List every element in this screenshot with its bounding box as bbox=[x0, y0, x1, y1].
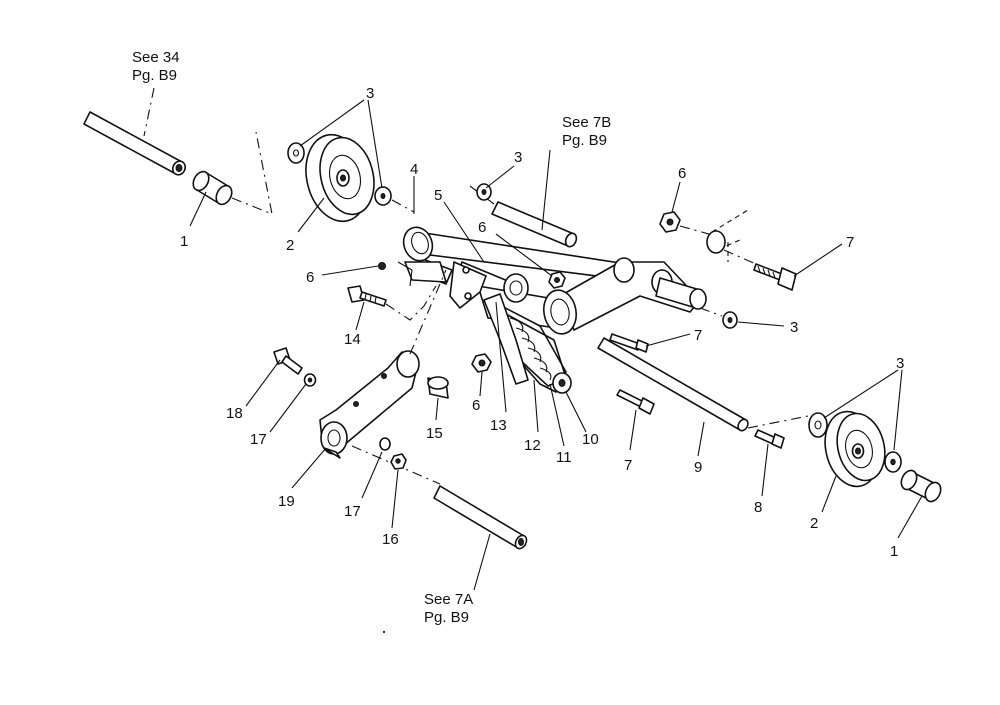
leader-lines bbox=[189, 99, 923, 591]
callout-8: 8 bbox=[754, 499, 762, 516]
reference-see-7b: See 7B Pg. B9 bbox=[562, 114, 611, 149]
callout-18: 18 bbox=[226, 405, 243, 422]
part-7-bolt-lower bbox=[616, 389, 655, 415]
callout-13: 13 bbox=[490, 417, 507, 434]
reference-see-7a-line2: Pg. B9 bbox=[424, 609, 469, 626]
reference-see-7b-line1: See 7B bbox=[562, 114, 611, 131]
callout-6-top-right: 6 bbox=[678, 165, 686, 182]
part-19-lower-arm bbox=[319, 350, 420, 459]
reference-see-7b-line2: Pg. B9 bbox=[562, 132, 607, 149]
part-18-bolt bbox=[273, 347, 303, 375]
callout-labels: 1 2 3 4 5 3 6 6 7 6 14 3 7 6 13 12 11 10… bbox=[180, 85, 904, 560]
part-2-idler-wheel-right bbox=[824, 410, 886, 488]
callout-3-right: 3 bbox=[896, 355, 904, 372]
callout-3-top: 3 bbox=[514, 149, 522, 166]
part-6-nut-left bbox=[378, 262, 386, 270]
part-3-washer-right-inner bbox=[884, 451, 902, 473]
callout-1-right: 1 bbox=[890, 543, 898, 560]
centerline-idler-left bbox=[231, 131, 273, 215]
centerline-4 bbox=[391, 199, 415, 213]
tube-see-7b bbox=[491, 201, 578, 248]
callout-1-left: 1 bbox=[180, 233, 188, 250]
centerline-14 bbox=[385, 285, 437, 321]
part-3-washer-right-outer bbox=[808, 412, 828, 438]
callout-6-mid: 6 bbox=[478, 219, 486, 236]
callout-11: 11 bbox=[556, 449, 572, 466]
callout-2-left: 2 bbox=[286, 237, 294, 254]
centerline-9 bbox=[747, 415, 809, 429]
centerline-ref-34 bbox=[143, 87, 155, 137]
centerline-7-tr bbox=[723, 249, 757, 265]
callout-7-mid: 7 bbox=[694, 327, 702, 344]
callout-6-lower: 6 bbox=[472, 397, 480, 414]
callout-17-lower: 17 bbox=[344, 503, 361, 520]
callout-7-lower: 7 bbox=[624, 457, 632, 474]
part-10-shock-eye bbox=[552, 372, 572, 394]
shaft-left bbox=[83, 111, 187, 176]
reference-see-34: See 34 Pg. B9 bbox=[132, 49, 180, 84]
callout-6-left: 6 bbox=[306, 269, 314, 286]
part-3-washer-top bbox=[476, 183, 492, 201]
part-14-bolt bbox=[347, 285, 387, 307]
callout-9: 9 bbox=[694, 459, 702, 476]
reference-see-34-line1: See 34 bbox=[132, 49, 180, 66]
callout-19: 19 bbox=[278, 493, 295, 510]
callout-15: 15 bbox=[426, 425, 443, 442]
callout-4: 4 bbox=[410, 161, 418, 178]
callout-2-right: 2 bbox=[810, 515, 818, 532]
callout-16: 16 bbox=[382, 531, 399, 548]
part-1-bushing-left bbox=[192, 170, 233, 206]
callout-14: 14 bbox=[344, 331, 361, 348]
part-1-bushing-right bbox=[900, 469, 942, 503]
spacer-top-right bbox=[706, 230, 726, 254]
bracket-outline-6 bbox=[397, 261, 413, 287]
callout-7-top-right: 7 bbox=[846, 234, 854, 251]
part-3-washer-mid-right bbox=[722, 311, 738, 329]
part-6-nut-lower bbox=[471, 353, 492, 373]
callout-12: 12 bbox=[524, 437, 541, 454]
part-3-washer-left-inner bbox=[374, 186, 392, 206]
part-4-axle-tube-arm bbox=[402, 226, 645, 285]
part-7-bolt-top-right bbox=[753, 263, 797, 291]
part-2-idler-wheel-left bbox=[305, 133, 375, 223]
callout-10: 10 bbox=[582, 431, 599, 448]
part-15-bushing bbox=[427, 376, 449, 399]
part-6-nut-mid bbox=[548, 271, 566, 289]
arm-right-hub bbox=[542, 257, 707, 335]
shaft-see-7a bbox=[433, 485, 528, 550]
reference-see-7a: See 7A Pg. B9 bbox=[424, 591, 473, 626]
part-17-washer-lower bbox=[379, 437, 391, 451]
part-3-washer-left bbox=[287, 142, 305, 164]
part-7-bolt-mid bbox=[609, 333, 649, 353]
reference-see-7a-line1: See 7A bbox=[424, 591, 473, 608]
stray-dot bbox=[382, 630, 386, 634]
part-9-shaft bbox=[597, 337, 749, 432]
centerline-19-top bbox=[409, 269, 447, 355]
callout-3-left: 3 bbox=[366, 85, 374, 102]
part-8-bolt bbox=[754, 429, 785, 449]
callout-5: 5 bbox=[434, 187, 442, 204]
part-17-washer-upper bbox=[303, 373, 317, 387]
callout-3-mid-right: 3 bbox=[790, 319, 798, 336]
part-6-nut-top-right bbox=[659, 211, 681, 233]
part-16-nut bbox=[390, 453, 407, 470]
callout-17-upper: 17 bbox=[250, 431, 267, 448]
reference-see-34-line2: Pg. B9 bbox=[132, 67, 177, 84]
centerline-3-mid bbox=[699, 307, 723, 317]
